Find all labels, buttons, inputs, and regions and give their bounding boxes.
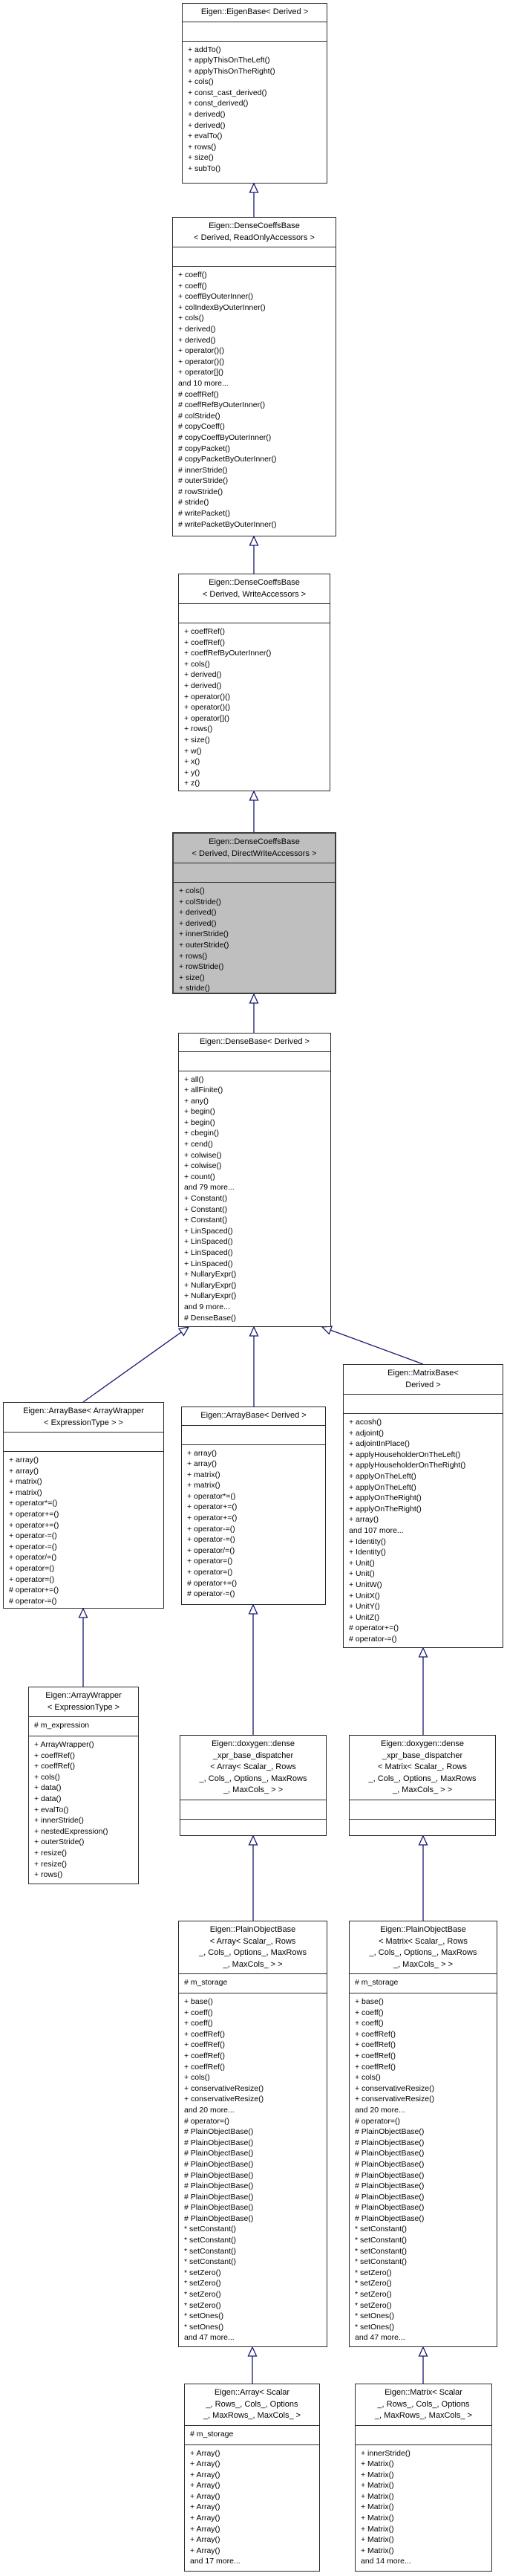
class-title: Eigen::PlainObjectBase < Matrix< Scalar_… <box>350 1921 497 1974</box>
class-title: Eigen::PlainObjectBase < Array< Scalar_,… <box>179 1921 327 1974</box>
class-members: + base() + coeff() + coeff() + coeffRef(… <box>355 1997 435 2343</box>
class-members: + coeffRef() + coeffRef() + coeffRefByOu… <box>184 627 272 788</box>
class-members: + Array() + Array() + Array() + Array() … <box>190 2448 241 2566</box>
class-title: Eigen::doxygen::dense _xpr_base_dispatch… <box>350 1736 495 1800</box>
class-title: Eigen::DenseCoeffsBase < Derived, WriteA… <box>179 574 330 604</box>
class-title: Eigen::MatrixBase< Derived > <box>344 1365 503 1395</box>
class-members: + coeff() + coeff() + coeffByOuterInner(… <box>178 270 277 529</box>
class-box-matrixbase[interactable]: Eigen::MatrixBase< Derived > + acosh() +… <box>343 1364 503 1648</box>
class-members: + addTo() + applyThisOnTheLeft() + apply… <box>188 45 275 174</box>
class-title: Eigen::ArrayBase< Derived > <box>182 1407 325 1426</box>
class-attributes <box>173 247 336 267</box>
class-title: Eigen::Array< Scalar _, Rows_, Cols_, Op… <box>185 2384 319 2426</box>
class-attributes <box>350 1800 495 1820</box>
class-box-dispatcher-array[interactable]: Eigen::doxygen::dense _xpr_base_dispatch… <box>180 1735 327 1836</box>
class-box-eigenbase[interactable]: Eigen::EigenBase< Derived > + addTo() + … <box>182 3 327 184</box>
class-title: Eigen::EigenBase< Derived > <box>183 4 327 22</box>
class-box-dispatcher-matrix[interactable]: Eigen::doxygen::dense _xpr_base_dispatch… <box>349 1735 496 1836</box>
class-box-matrix[interactable]: Eigen::Matrix< Scalar _, Rows_, Cols_, O… <box>355 2384 492 2572</box>
class-attributes <box>344 1395 503 1414</box>
class-attributes <box>356 2426 491 2445</box>
class-box-plainobjectbase-array[interactable]: Eigen::PlainObjectBase < Array< Scalar_,… <box>178 1921 327 2347</box>
class-members: + innerStride() + Matrix() + Matrix() + … <box>361 2448 411 2566</box>
class-members: + ArrayWrapper() + coeffRef() + coeffRef… <box>34 1740 108 1880</box>
class-box-densecoeffsbase-write[interactable]: Eigen::DenseCoeffsBase < Derived, WriteA… <box>178 574 330 791</box>
class-attributes <box>180 1800 326 1820</box>
class-box-densecoeffsbase-readonly[interactable]: Eigen::DenseCoeffsBase < Derived, ReadOn… <box>172 217 336 536</box>
class-members: + acosh() + adjoint() + adjointInPlace()… <box>349 1418 466 1644</box>
class-box-densecoeffsbase-directwrite-highlighted: Eigen::DenseCoeffsBase < Derived, Direct… <box>172 832 336 994</box>
class-box-array[interactable]: Eigen::Array< Scalar _, Rows_, Cols_, Op… <box>184 2384 320 2572</box>
class-title: Eigen::DenseBase< Derived > <box>179 1034 330 1052</box>
class-title: Eigen::ArrayBase< ArrayWrapper < Express… <box>4 1403 163 1433</box>
class-box-arraybase-arraywrapper[interactable]: Eigen::ArrayBase< ArrayWrapper < Express… <box>3 1402 164 1609</box>
class-box-arraywrapper[interactable]: Eigen::ArrayWrapper < ExpressionType > #… <box>28 1687 139 1884</box>
class-members <box>180 1820 326 1836</box>
class-title: Eigen::ArrayWrapper < ExpressionType > <box>29 1687 138 1717</box>
class-title: Eigen::Matrix< Scalar _, Rows_, Cols_, O… <box>356 2384 491 2426</box>
class-attributes <box>182 1426 325 1445</box>
class-attributes <box>179 1052 330 1071</box>
class-attributes <box>174 863 335 883</box>
class-attributes: # m_expression <box>29 1717 138 1736</box>
class-members: + base() + coeff() + coeff() + coeffRef(… <box>184 1997 264 2343</box>
class-members: + array() + array() + matrix() + matrix(… <box>9 1456 59 1606</box>
class-members: + all() + allFinite() + any() + begin() … <box>184 1074 237 1323</box>
class-members <box>350 1820 495 1836</box>
class-members: + cols() + colStride() + derived() + der… <box>179 886 229 993</box>
class-box-densebase[interactable]: Eigen::DenseBase< Derived > + all() + al… <box>178 1033 331 1327</box>
class-attributes: # m_storage <box>350 1974 497 1993</box>
class-attributes <box>4 1433 163 1452</box>
class-attributes: # m_storage <box>179 1974 327 1993</box>
class-members: + array() + array() + matrix() + matrix(… <box>187 1448 238 1599</box>
class-attributes <box>179 604 330 623</box>
class-box-plainobjectbase-matrix[interactable]: Eigen::PlainObjectBase < Matrix< Scalar_… <box>349 1921 497 2347</box>
class-box-arraybase-derived[interactable]: Eigen::ArrayBase< Derived > + array() + … <box>181 1407 326 1605</box>
class-title: Eigen::doxygen::dense _xpr_base_dispatch… <box>180 1736 326 1800</box>
class-title: Eigen::DenseCoeffsBase < Derived, ReadOn… <box>173 218 336 247</box>
class-attributes: # m_storage <box>185 2426 319 2445</box>
class-title: Eigen::DenseCoeffsBase < Derived, Direct… <box>174 834 335 863</box>
class-attributes <box>183 22 327 42</box>
